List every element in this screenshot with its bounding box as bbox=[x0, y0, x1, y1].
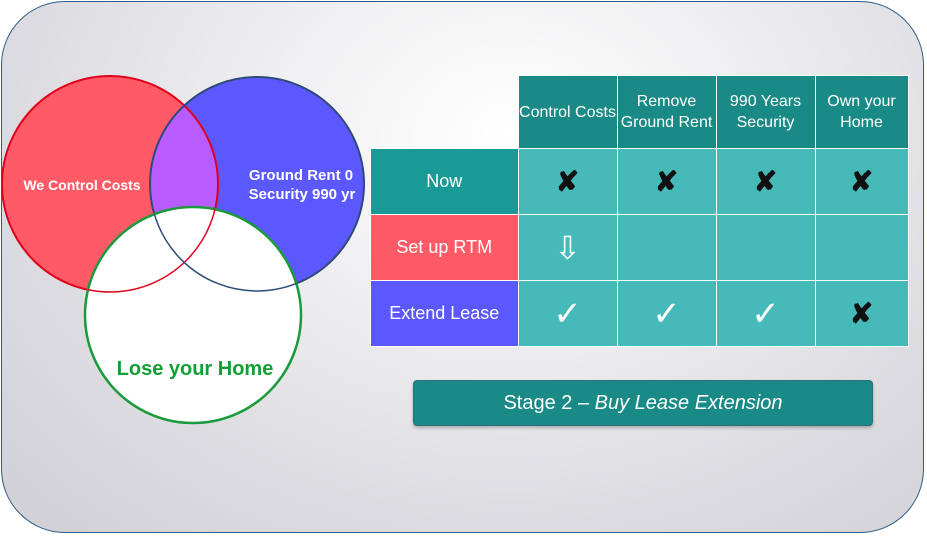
check-icon: ✓ bbox=[715, 280, 816, 347]
cross-icon: ✘ bbox=[814, 148, 909, 215]
table-row: Now ✘ ✘ ✘ ✘ bbox=[370, 148, 909, 215]
cross-icon: ✘ bbox=[517, 148, 618, 215]
row-label-now: Now bbox=[370, 148, 519, 215]
home-circle bbox=[83, 205, 303, 425]
stage-prefix: Stage 2 – bbox=[503, 391, 590, 414]
row-label-extend-lease: Extend Lease bbox=[370, 280, 519, 347]
ground-rent-label-line2: Security 990 yr bbox=[249, 186, 356, 203]
empty-cell bbox=[715, 214, 816, 281]
empty-cell bbox=[814, 214, 909, 281]
header-row: Control Costs Remove Ground Rent 990 Yea… bbox=[371, 75, 909, 149]
column-header: Control Costs bbox=[517, 75, 618, 149]
table-row: Extend Lease ✓ ✓ ✓ ✘ bbox=[370, 280, 909, 347]
cross-icon: ✘ bbox=[814, 280, 909, 347]
check-icon: ✓ bbox=[517, 280, 618, 347]
empty-cell bbox=[616, 214, 717, 281]
cross-icon: ✘ bbox=[715, 148, 816, 215]
stage-title: Buy Lease Extension bbox=[594, 391, 783, 414]
column-header: Remove Ground Rent bbox=[616, 75, 717, 149]
column-header: Own your Home bbox=[814, 75, 909, 149]
column-header: 990 Years Security bbox=[715, 75, 816, 149]
ground-rent-label-line1: Ground Rent 0 bbox=[249, 167, 353, 184]
down-arrow-icon: ⇩ bbox=[517, 214, 618, 281]
ground-outline-inner bbox=[149, 207, 301, 292]
costs-outline-inner bbox=[85, 207, 219, 293]
table-row: Set up RTM ⇩ bbox=[370, 214, 909, 281]
cross-icon: ✘ bbox=[616, 148, 717, 215]
check-icon: ✓ bbox=[616, 280, 717, 347]
comparison-table: Control Costs Remove Ground Rent 990 Yea… bbox=[370, 75, 909, 347]
home-label: Lose your Home bbox=[117, 358, 274, 380]
stage-banner: Stage 2 – Buy Lease Extension bbox=[413, 380, 873, 426]
row-label-setup-rtm: Set up RTM bbox=[370, 214, 519, 281]
table-corner bbox=[371, 76, 519, 149]
costs-label: We Control Costs bbox=[23, 177, 140, 193]
